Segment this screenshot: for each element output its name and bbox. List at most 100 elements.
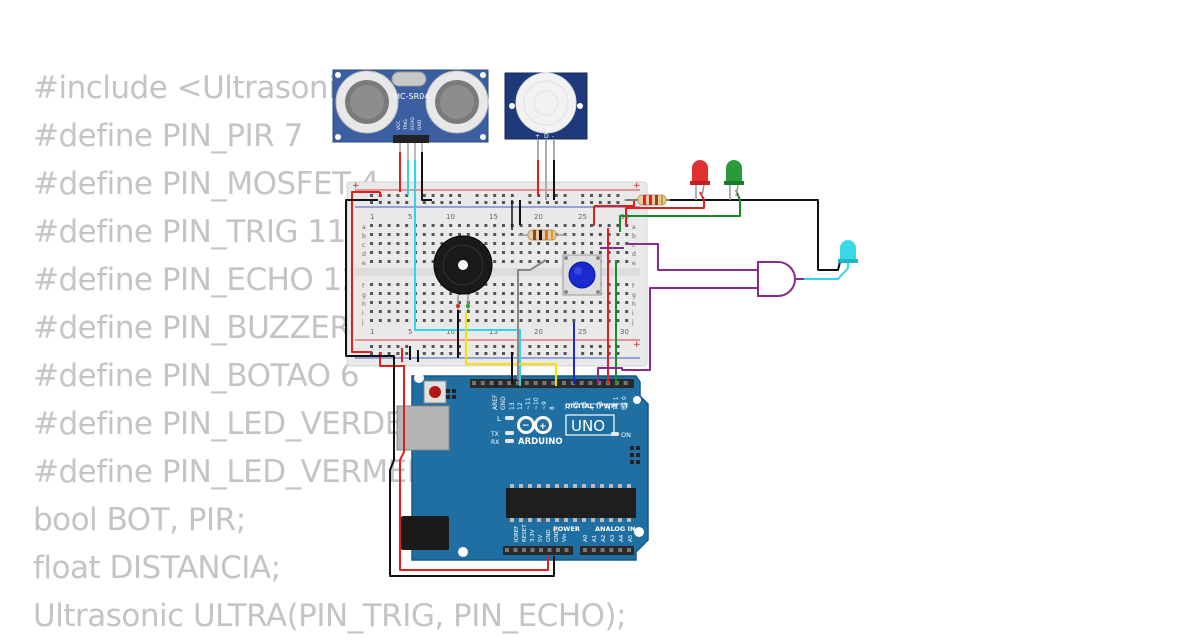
pin-label: A4: [619, 534, 625, 542]
breadboard-hole: [431, 310, 435, 313]
breadboard-hole: [519, 224, 523, 227]
breadboard-hole: [554, 260, 558, 263]
breadboard-hole: [378, 260, 382, 263]
pin-label: 2: [605, 406, 612, 410]
code-line: #define PIN_ECHO 12: [33, 262, 362, 298]
rail-hole: [370, 194, 373, 197]
breadboard-hole: [510, 283, 514, 286]
breadboard-hole: [387, 301, 391, 304]
breadboard-hole: [563, 319, 567, 322]
pir-sensor: + D -: [504, 72, 588, 140]
rail-hole: [475, 194, 479, 197]
breadboard-hole: [598, 224, 602, 227]
row-label: c: [362, 242, 365, 249]
breadboard-hole: [554, 251, 558, 254]
row-label: g: [632, 292, 636, 299]
breadboard-hole: [484, 242, 488, 245]
header-pin: [513, 548, 518, 552]
breadboard-hole: [502, 319, 505, 322]
column-label: 10: [446, 328, 455, 336]
header-pin: [489, 381, 494, 385]
breadboard-hole: [458, 224, 461, 227]
breadboard-hole: [422, 242, 426, 245]
rail-hole: [563, 194, 567, 197]
rail-hole: [590, 345, 593, 348]
code-line: bool BOT, PIR;: [33, 502, 246, 538]
rail-hole: [378, 345, 382, 348]
header-pin: [507, 381, 512, 385]
pushbutton[interactable]: [562, 254, 602, 296]
row-label: f: [632, 283, 635, 290]
transducer-left: [335, 70, 399, 134]
header-pin: [562, 381, 566, 385]
rail-hole: [449, 194, 453, 197]
breadboard-hole: [431, 292, 435, 295]
chip-leg: [546, 518, 550, 522]
breadboard-hole: [475, 233, 479, 236]
pin-label: VCC: [396, 121, 402, 130]
breadboard-hole: [502, 260, 505, 263]
breadboard-hole: [484, 224, 488, 227]
breadboard-hole: [378, 242, 382, 245]
rail-hole: [493, 352, 497, 355]
power-label: POWER: [553, 525, 580, 533]
pin-label: A2: [601, 535, 607, 542]
pin-label: ~10: [533, 397, 540, 410]
chip-leg: [564, 484, 568, 488]
rail-hole: [581, 194, 585, 197]
pin-label: RESET: [522, 524, 528, 542]
chip-leg: [519, 484, 523, 488]
breadboard-hole: [378, 233, 382, 236]
breadboard-hole: [616, 260, 620, 263]
breadboard-hole: [554, 310, 558, 313]
breadboard-hole: [581, 242, 585, 245]
pin-label: -: [552, 133, 554, 140]
rail-hole: [422, 352, 426, 355]
rail-hole: [554, 201, 558, 204]
breadboard-hole: [484, 233, 488, 236]
row-label: i: [362, 310, 364, 317]
breadboard-hole: [475, 292, 479, 295]
pin-label: GND: [546, 529, 552, 542]
column-label: 5: [408, 213, 412, 221]
pin-label: IOREF: [514, 526, 520, 542]
breadboard-hole: [466, 319, 470, 322]
rail-hole: [396, 345, 400, 348]
rail-hole: [502, 345, 505, 348]
breadboard-hole: [449, 301, 453, 304]
column-label: 1: [370, 328, 374, 336]
rail-hole: [607, 194, 611, 197]
rail-hole: [616, 345, 620, 348]
breadboard-hole: [572, 301, 576, 304]
breadboard-hole: [387, 251, 391, 254]
breadboard-hole: [405, 242, 409, 245]
breadboard-hole: [493, 224, 497, 227]
rail-hole: [475, 352, 479, 355]
transducer-right: [425, 70, 489, 134]
pin-label: 12: [517, 402, 524, 410]
breadboard-hole: [431, 251, 435, 254]
breadboard-hole: [590, 251, 593, 254]
rail-hole: [537, 352, 541, 355]
breadboard-hole: [519, 242, 523, 245]
breadboard-hole: [493, 283, 497, 286]
pin-label: 7: [565, 406, 572, 410]
breadboard-hole: [546, 260, 549, 263]
pin-label: ECHO: [410, 117, 416, 130]
rail-hole: [440, 201, 444, 204]
breadboard-hole: [458, 233, 461, 236]
breadboard-hole: [370, 233, 373, 236]
rail-hole: [449, 201, 453, 204]
breadboard-hole: [607, 233, 611, 236]
breadboard-hole: [449, 224, 453, 227]
rail-hole: [590, 352, 593, 355]
breadboard-hole: [607, 242, 611, 245]
breadboard-hole: [537, 310, 541, 313]
breadboard-hole: [528, 310, 532, 313]
breadboard-hole: [616, 242, 620, 245]
rail-hole: [510, 345, 514, 348]
header-pin: [609, 548, 614, 552]
pin-label: GND: [554, 529, 560, 542]
breadboard-hole: [484, 301, 488, 304]
breadboard-hole: [396, 233, 400, 236]
